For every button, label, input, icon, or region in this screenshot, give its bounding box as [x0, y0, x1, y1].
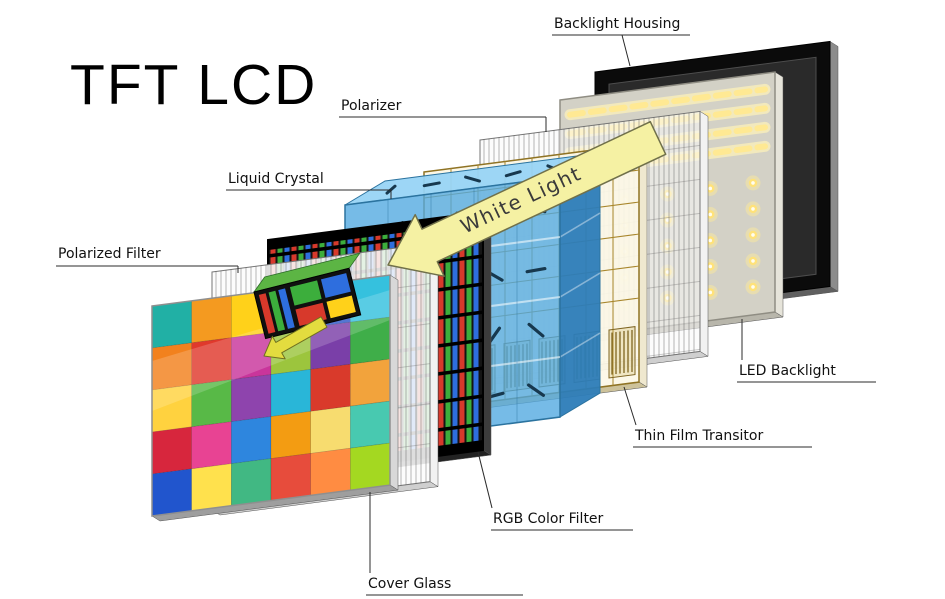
cover-glass-tile	[151, 300, 192, 349]
white-light-arrow-shape	[387, 120, 667, 277]
panel-edge	[389, 274, 399, 491]
pixel-zoom-arrow	[263, 316, 328, 360]
panel-edge	[699, 110, 709, 357]
pixel-zoom-arrow-shape	[263, 316, 328, 360]
cover-glass-tile	[231, 416, 272, 465]
cover-glass-tile	[231, 374, 272, 423]
panel-edge	[429, 243, 439, 488]
cover-glass-tile	[350, 442, 391, 491]
label-liquid-crystal: Liquid Crystal	[228, 171, 324, 187]
cover-glass-tile	[270, 453, 311, 501]
label-leader-line	[623, 386, 637, 426]
cover-glass-tile	[350, 400, 391, 449]
cover-glass-tile	[350, 358, 391, 407]
panel-edge	[774, 71, 784, 318]
panel-edge	[638, 143, 648, 388]
cover-glass-tile	[310, 405, 351, 454]
cover-glass-tile	[191, 295, 232, 344]
label-polarized-filter: Polarized Filter	[58, 246, 161, 262]
cover-glass-tile	[310, 447, 351, 496]
panel-edge	[829, 40, 839, 292]
label-polarizer: Polarizer	[341, 98, 402, 114]
label-backlight-housing: Backlight Housing	[554, 16, 681, 32]
cover-glass-tile	[270, 411, 311, 459]
label-rgb-color-filter: RGB Color Filter	[493, 511, 604, 527]
pixel-zoom-chip	[253, 252, 362, 340]
label-leader-line	[621, 34, 631, 67]
panel-edge	[482, 211, 492, 456]
cover-glass-tile	[151, 468, 192, 517]
cover-glass-tile	[191, 463, 232, 512]
cover-glass-tile	[191, 421, 232, 470]
cover-glass-tile	[310, 363, 351, 412]
diagram-title: TFT LCD	[70, 53, 318, 117]
label-thin-film-transistor: Thin Film Transitor	[635, 428, 764, 444]
label-leader-line	[477, 451, 493, 509]
cover-glass-tile	[270, 369, 311, 417]
cover-glass-tile	[151, 426, 192, 475]
annotation-lines	[56, 34, 876, 596]
label-cover-glass: Cover Glass	[368, 576, 452, 592]
cover-glass-tile	[231, 458, 272, 507]
label-led-backlight: LED Backlight	[739, 363, 836, 379]
